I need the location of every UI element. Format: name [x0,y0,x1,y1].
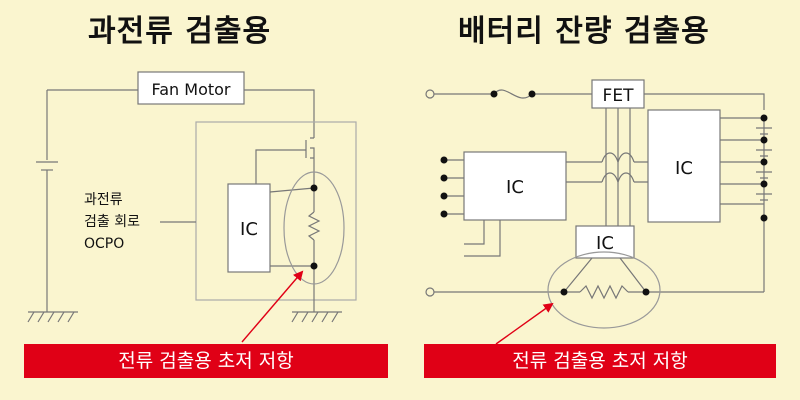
node-bat-5 [760,214,768,222]
fuse-symbol [493,89,533,99]
ic-left-box [227,183,271,273]
wire-coils-to-ic-large [634,161,648,183]
resistor-zigzag-right [579,284,629,300]
node-bat-2 [760,136,768,144]
wire-battery-stack [720,117,764,205]
ic-main-box [463,151,567,221]
node-in-4 [440,210,448,218]
node-bat-1 [760,114,768,122]
wire-top-left [46,89,138,160]
wire-ic-main-to-coils [566,161,602,183]
terminal-bottom-left [425,287,435,297]
resistor-highlight-left [283,171,345,285]
ocpo-label-line2: 검출 회로 [84,214,140,230]
ocpo-label-line1: 과전류 [84,192,123,208]
fet-symbol [300,137,315,159]
node-fuse-left [490,90,498,98]
coil-upper [601,152,635,164]
fan-motor-label: Fan Motor [152,80,231,99]
ground-left-hatch [27,311,75,323]
wire-input-pins [444,159,464,215]
wire-fan-to-fet [244,89,315,138]
title-battery-level-detection: 배터리 잔량 검출용 [458,14,710,49]
callout-arrow-left [241,270,304,343]
overcurrent-circuit [27,71,357,323]
node-in-3 [440,192,448,200]
ic-main-label: IC [506,177,524,198]
node-res-right-left [560,288,568,296]
title-overcurrent-detection: 과전류 검출용 [88,14,272,49]
fet-label: FET [603,86,635,106]
node-bat-4 [760,180,768,188]
caption-shunt-resistor-right: 전류 검출용 초저 저항 [424,344,776,378]
terminal-top-left [425,89,435,99]
resistor-zigzag [307,211,321,241]
node-in-2 [440,174,448,182]
ocpo-label-line3: OCPO [84,236,124,252]
ic-large-label: IC [675,158,693,179]
node-res-bottom [310,262,318,270]
fet-box [591,79,645,109]
wire-ic-bottom-to-res [563,257,647,293]
resistor-highlight-right [547,251,661,329]
fan-motor-box [137,71,245,105]
node-bat-3 [760,158,768,166]
node-in-1 [440,156,448,164]
ocpo-enclosure [195,121,357,301]
ic-bottom-box [575,225,635,259]
wire-fet-to-right [644,93,765,110]
wire-fet-gate [255,149,300,184]
ground-right-hatch [291,311,339,323]
ic-bottom-label: IC [596,233,614,254]
ic-large-box [647,109,721,223]
wire-ic-main-down [464,220,501,257]
callout-arrow-right [495,302,554,345]
coil-lower [601,172,635,184]
ic-left-label: IC [240,219,258,240]
node-fuse-right [528,90,536,98]
caption-shunt-resistor-left: 전류 검출용 초저 저항 [24,344,388,378]
node-res-top [310,184,318,192]
node-res-right-right [642,288,650,296]
battery-level-circuit [434,79,772,329]
